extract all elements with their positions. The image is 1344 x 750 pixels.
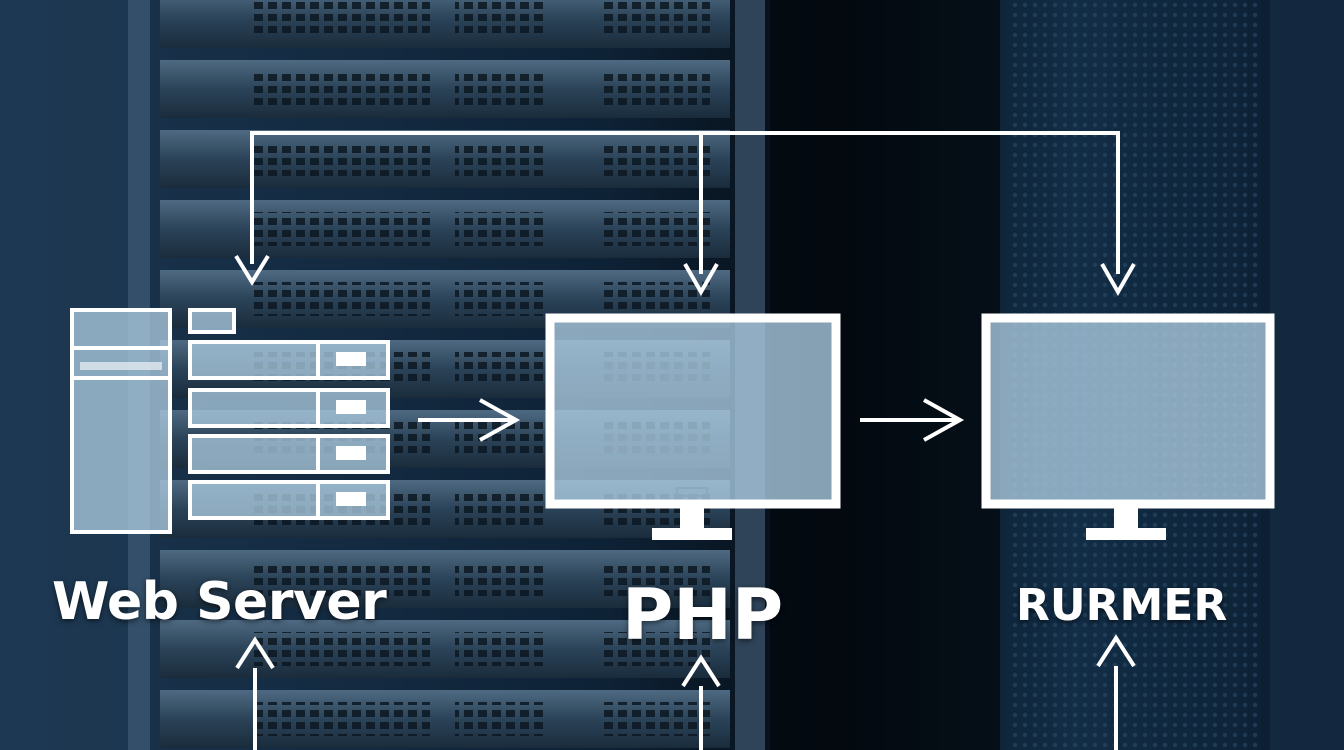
- node-label-third: RURMER: [1016, 580, 1228, 631]
- rack-vent-bg: [250, 212, 430, 246]
- arrowhead-down-web: [234, 254, 270, 286]
- arrowhead-down-third: [1100, 263, 1136, 297]
- rack-vent-bg: [600, 282, 710, 316]
- rack-vent-bg: [600, 632, 710, 666]
- rack-vent-bg: [455, 142, 545, 176]
- rack-vent-bg: [455, 492, 545, 526]
- rack-vent-bg: [250, 632, 430, 666]
- connector-lines: [250, 131, 1120, 750]
- rack-vent-bg: [600, 142, 710, 176]
- rack-vent-bg: [250, 142, 430, 176]
- server-tower-box: [70, 308, 172, 534]
- rack-vent-bg: [455, 212, 545, 246]
- rack-vent-bg: [455, 352, 545, 386]
- arrowhead-up-php: [681, 654, 721, 688]
- rack-vent-bg: [250, 562, 430, 596]
- rack-vent-bg: [455, 282, 545, 316]
- server-tower-rack-icon: [70, 308, 390, 534]
- rack-vent-bg: [600, 212, 710, 246]
- arrowhead-up-web: [235, 636, 275, 670]
- arrowhead-up-third: [1096, 634, 1136, 668]
- rack-vent-bg: [600, 72, 710, 106]
- rack-server-units: [188, 340, 390, 520]
- rack-vent-bg: [600, 702, 710, 736]
- php-monitor-icon: [545, 313, 841, 540]
- rack-vent-bg: [455, 2, 545, 36]
- arrowhead-down-php: [683, 263, 719, 297]
- rack-vent-bg: [250, 702, 430, 736]
- node-label-php: PHP: [622, 574, 784, 656]
- third-monitor-icon: [981, 313, 1275, 540]
- rack-vent-bg: [455, 632, 545, 666]
- node-label-web-server: Web Server: [52, 572, 387, 632]
- rack-vent-bg: [455, 702, 545, 736]
- arrowhead-right-php: [479, 398, 521, 442]
- rack-vent-bg: [250, 282, 430, 316]
- rack-vent-bg: [600, 2, 710, 36]
- arrowheads: [234, 254, 1136, 688]
- rack-vent-bg: [600, 562, 710, 596]
- arrowhead-right-third: [923, 398, 965, 442]
- top-bus-line: [250, 131, 1120, 274]
- server-tower-small-tab: [188, 308, 236, 334]
- rack-vent-bg: [250, 2, 430, 36]
- rack-vent-bg: [250, 72, 430, 106]
- rack-vent-bg: [455, 562, 545, 596]
- rack-vent-bg: [455, 72, 545, 106]
